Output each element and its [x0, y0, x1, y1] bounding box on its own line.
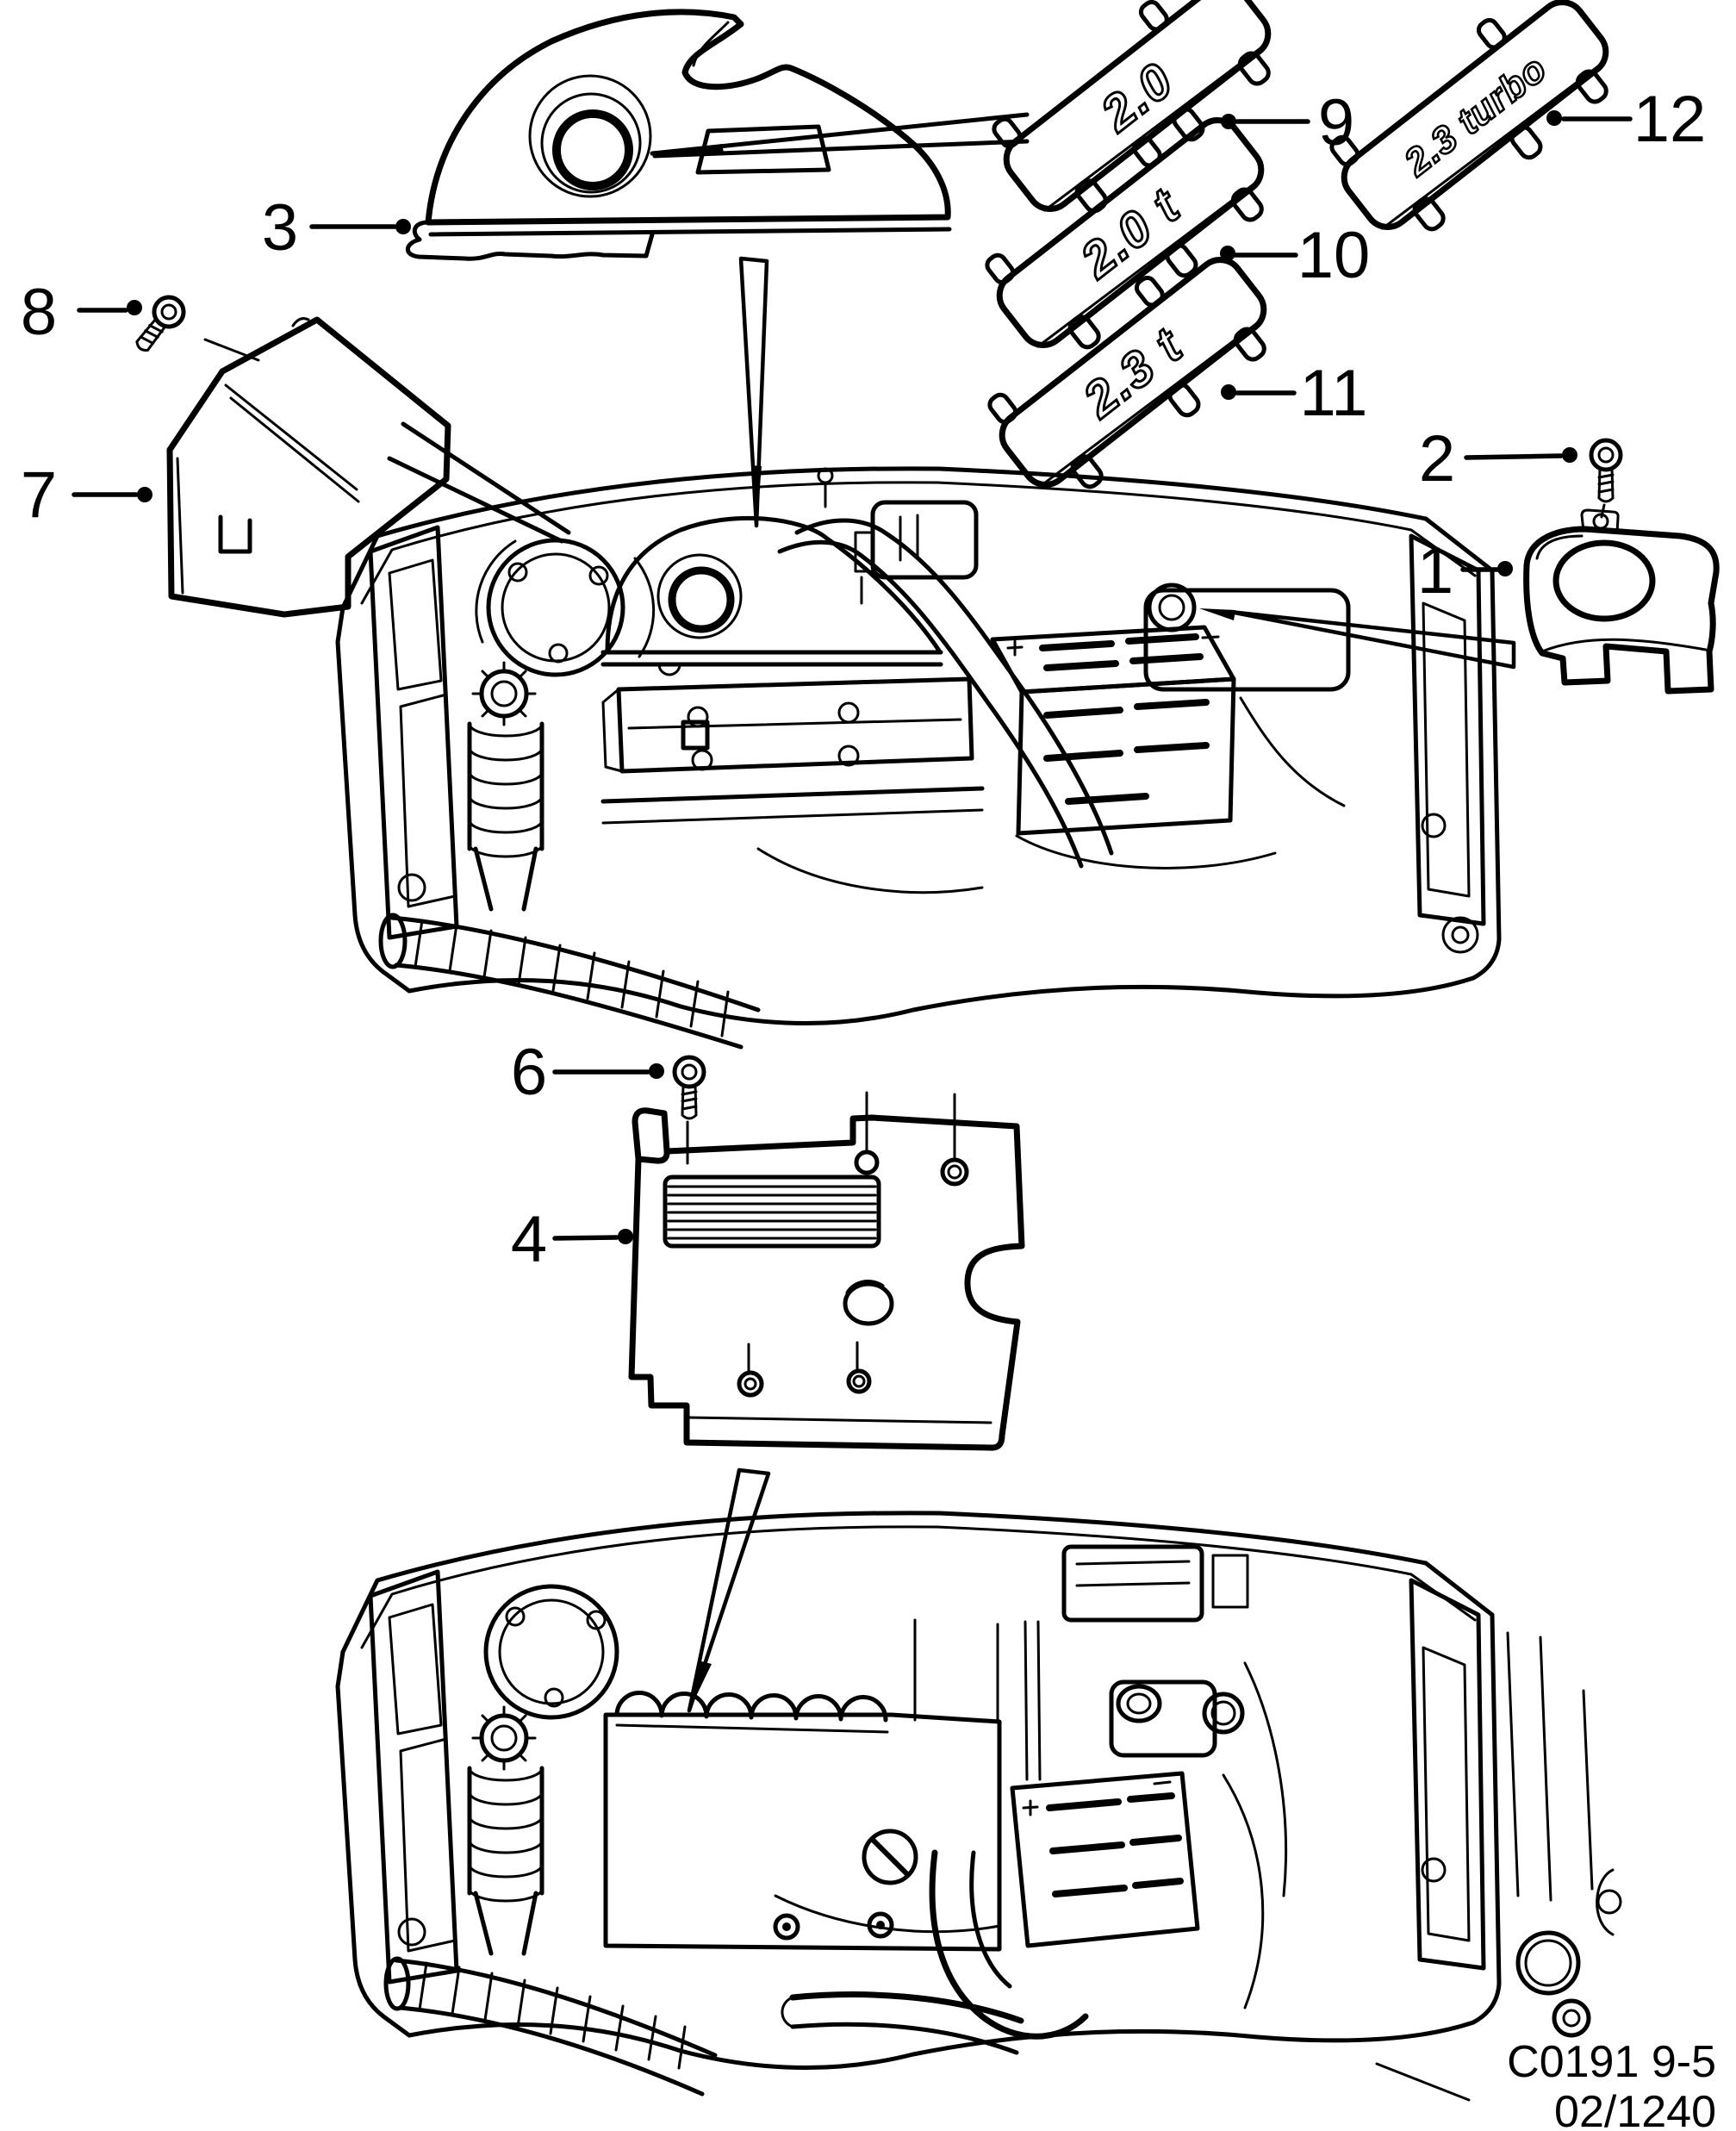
callout-3: 3	[262, 191, 411, 265]
callout-11: 11	[1221, 357, 1367, 430]
engine-bay-bottom	[335, 1511, 1622, 2102]
callout-12: 12	[1546, 83, 1706, 156]
callout-1: 1	[1417, 534, 1513, 608]
badge-strip-10-label: 2.0 t	[1070, 178, 1192, 290]
footer-reference-code: C0191 9-5	[1507, 2037, 1716, 2087]
pointer-part4-to-bay	[687, 1467, 771, 1713]
callout-7-label: 7	[21, 458, 57, 532]
callout-6-label: 6	[511, 1036, 547, 1109]
callout-2: 2	[1419, 422, 1577, 495]
callout-8-label: 8	[21, 276, 57, 349]
part-7-cover-bracket	[166, 316, 451, 618]
screw-6-icon	[675, 1057, 704, 1165]
pointer-badge-to-cover	[650, 112, 1030, 159]
badge-strip-9-label: 2.0	[1090, 52, 1184, 142]
callout-12-label: 12	[1633, 83, 1707, 156]
callout-6: 6	[511, 1036, 664, 1109]
callout-9-label: 9	[1318, 86, 1354, 159]
callout-11-label: 11	[1300, 357, 1368, 430]
pointer-part1-to-bay	[1199, 608, 1516, 670]
callout-10-label: 10	[1297, 219, 1371, 292]
callout-2-label: 2	[1419, 422, 1455, 495]
part-4-engine-cover	[628, 1091, 1025, 1451]
part-1-small-cover	[1523, 508, 1720, 695]
callout-9: 9	[1221, 86, 1354, 159]
callout-8: 8	[21, 276, 142, 349]
callout-1-label: 1	[1417, 534, 1453, 608]
footer-issue-number: 02/1240	[1554, 2087, 1716, 2131]
callout-10: 10	[1220, 219, 1370, 292]
screw-2-icon	[1591, 440, 1621, 519]
callout-4-label: 4	[511, 1203, 547, 1276]
engine-bay-top	[335, 466, 1502, 1050]
callout-3-label: 3	[262, 191, 298, 265]
pointer-cover3-to-bay	[738, 256, 769, 528]
screw-8-icon	[128, 291, 260, 362]
part-3-engine-cover	[405, 9, 952, 261]
callout-7: 7	[21, 458, 152, 532]
callout-4: 4	[511, 1203, 633, 1276]
badge-strip-11-label: 2.3 t	[1073, 317, 1194, 429]
